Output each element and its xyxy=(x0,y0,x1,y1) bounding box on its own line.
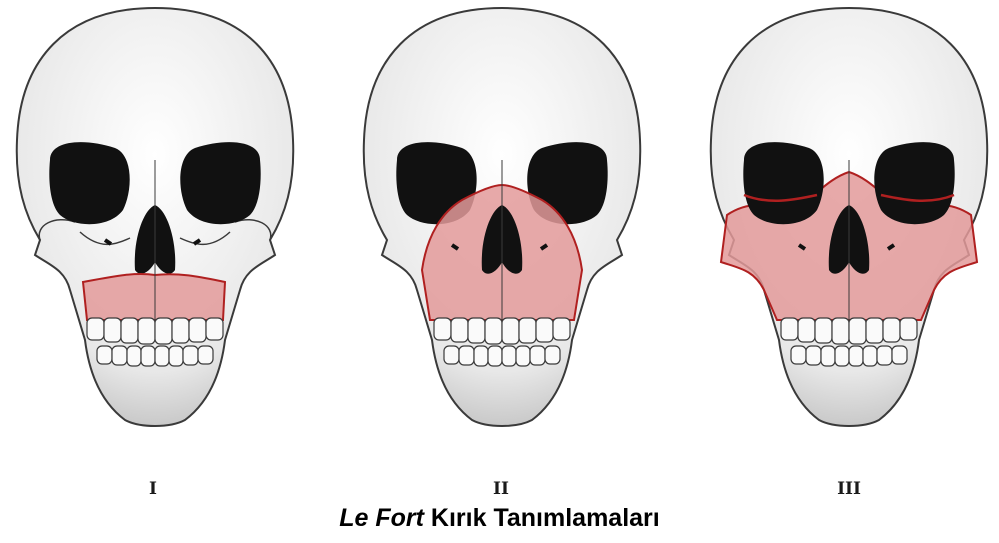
right-eye-socket xyxy=(180,142,260,224)
caption-italic: Le Fort xyxy=(339,504,424,532)
skull-le-fort-2-illustration xyxy=(352,0,652,470)
left-eye-socket xyxy=(743,142,823,224)
skull-panel-3 xyxy=(699,0,999,470)
lower-teeth xyxy=(791,346,907,366)
lower-teeth xyxy=(97,346,213,366)
panel-label-2: II xyxy=(471,479,531,499)
skull-panel-1 xyxy=(5,0,305,470)
fracture-region xyxy=(83,274,225,320)
right-eye-socket xyxy=(874,142,954,224)
skull-panel-2 xyxy=(352,0,652,470)
panel-label-3: III xyxy=(819,479,879,499)
left-eye-socket xyxy=(49,142,129,224)
panel-label-1: I xyxy=(123,479,183,499)
skull-le-fort-3-illustration xyxy=(699,0,999,470)
lower-teeth xyxy=(444,346,560,366)
upper-teeth xyxy=(781,318,917,344)
figure-caption: Le Fort Kırık Tanımlamaları xyxy=(0,504,999,533)
skull-le-fort-1-illustration xyxy=(5,0,305,470)
upper-teeth xyxy=(87,318,223,344)
upper-teeth xyxy=(434,318,570,344)
caption-rest: Kırık Tanımlamaları xyxy=(424,504,660,532)
